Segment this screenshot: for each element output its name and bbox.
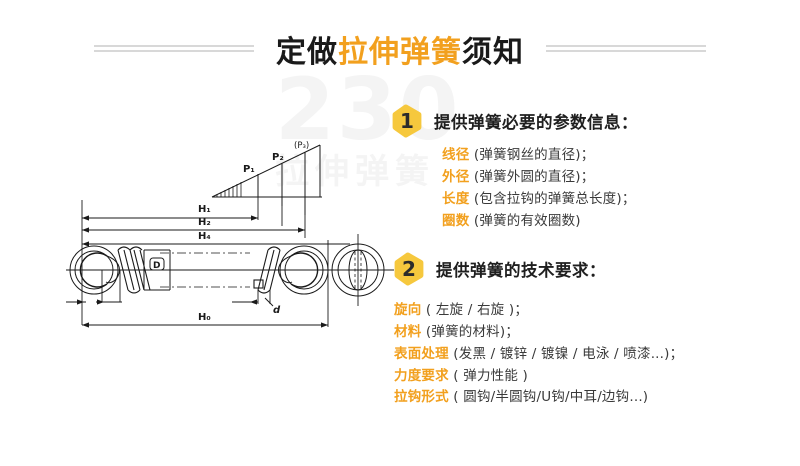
item-desc: ( 弹力性能 ): [448, 367, 529, 384]
item-keyword: 力度要求: [394, 367, 449, 384]
force-label-p1: P₁: [243, 164, 255, 175]
section-1-list: 线径 (弹簧钢丝的直径)； 外径 (弹簧外圆的直径)； 长度 (包含拉钩的弹簧总…: [392, 145, 792, 232]
force-triangle: [211, 144, 322, 215]
item-keyword: 拉钩形式: [394, 389, 449, 406]
page-title: 定做拉伸弹簧须知: [276, 27, 524, 71]
label-D-box: [149, 257, 165, 271]
list-item: 表面处理 (发黑 / 镀锌 / 镀镍 / 电泳 / 喷漆...)；: [394, 344, 794, 366]
section-2-badge: 2: [394, 252, 424, 286]
page-title-highlight: 拉伸弹簧: [338, 35, 462, 70]
dimension-h0: [82, 240, 329, 328]
section-2-list: 旋向 ( 左旋 / 右旋 )； 材料 (弹簧的材料)； 表面处理 (发黑 / 镀…: [394, 300, 794, 409]
spring-body-left: [143, 249, 171, 291]
title-rule-left: [94, 45, 254, 53]
item-desc: (发黑 / 镀锌 / 镀镍 / 电泳 / 喷漆...)；: [448, 345, 684, 362]
diameter-label-d: d: [273, 305, 281, 316]
item-desc: (弹簧的材料)；: [421, 323, 520, 340]
list-item: 旋向 ( 左旋 / 右旋 )；: [394, 300, 794, 322]
list-item: 材料 (弹簧的材料)；: [394, 322, 794, 344]
item-desc: (弹簧的有效圈数): [469, 212, 581, 229]
item-keyword: 材料: [394, 323, 422, 340]
force-label-p2: P₂: [272, 152, 284, 163]
section-parameters: 1 提供弹簧必要的参数信息： 线径 (弹簧钢丝的直径)； 外径 (弹簧外圆的直径…: [392, 104, 792, 232]
tension-spring-drawing: H₁ H₂ H₄ H₀ P₁ P₂ (P₃) D d: [60, 120, 410, 350]
dim-label-h2: H₂: [198, 217, 211, 228]
dim-label-h4: H₄: [198, 231, 211, 242]
list-item: 圈数 (弹簧的有效圈数): [442, 211, 792, 233]
item-desc: ( 圆钩/半圆钩/U钩/中耳/边钩...): [448, 389, 649, 406]
page-title-suffix: 须知: [462, 35, 524, 70]
spring-coils-left: [117, 246, 151, 294]
section-1-header: 1 提供弹簧必要的参数信息：: [392, 104, 792, 138]
title-rule-right: [546, 45, 706, 53]
spring-coils-right: [253, 246, 281, 294]
section-2-title: 提供弹簧的技术要求：: [436, 261, 606, 280]
item-desc: (包含拉钩的弹簧总长度)；: [469, 190, 636, 207]
dimension-small-right: [232, 290, 274, 307]
force-label-p3: (P₃): [294, 141, 309, 151]
dimension-h4: [82, 241, 350, 247]
list-item: 长度 (包含拉钩的弹簧总长度)；: [442, 189, 792, 211]
list-item: 线径 (弹簧钢丝的直径)；: [442, 145, 792, 167]
left-hook: [69, 245, 121, 295]
dim-label-h1: H₁: [198, 204, 211, 215]
section-1-number: 1: [400, 109, 414, 133]
hexagon-icon: [392, 104, 422, 138]
item-keyword: 长度: [442, 190, 470, 207]
section-1-badge: 1: [392, 104, 422, 138]
cross-section-view: [322, 234, 394, 306]
dimension-h2: [82, 227, 305, 233]
page-title-prefix: 定做: [276, 35, 338, 70]
list-item: 外径 (弹簧外圆的直径)；: [442, 167, 792, 189]
item-keyword: 圈数: [442, 212, 470, 229]
section-1-title: 提供弹簧必要的参数信息：: [434, 113, 638, 132]
spring-diagram-svg: H₁ H₂ H₄ H₀ P₁ P₂ (P₃) D d: [66, 141, 394, 328]
dim-label-h0: H₀: [198, 312, 211, 323]
item-desc: (弹簧外圆的直径)；: [469, 168, 595, 185]
section-2-header: 2 提供弹簧的技术要求：: [394, 252, 794, 286]
diameter-label-D: D: [153, 261, 160, 271]
item-desc: (弹簧钢丝的直径)；: [469, 147, 595, 163]
section-2-number: 2: [402, 257, 416, 281]
item-keyword: 旋向: [394, 302, 422, 318]
item-keyword: 线径: [442, 147, 470, 163]
hexagon-icon: [394, 252, 424, 286]
item-desc: ( 左旋 / 右旋 )；: [421, 302, 529, 318]
dimension-h1: [82, 215, 258, 221]
list-item: 拉钩形式 ( 圆钩/半圆钩/U钩/中耳/边钩...): [394, 387, 794, 409]
item-keyword: 外径: [442, 168, 470, 185]
page-title-bar: 定做拉伸弹簧须知: [0, 26, 800, 72]
list-item: 力度要求 ( 弹力性能 ): [394, 366, 794, 388]
dimension-small-left: [66, 299, 122, 305]
section-technical-requirements: 2 提供弹簧的技术要求： 旋向 ( 左旋 / 右旋 )； 材料 (弹簧的材料)；…: [394, 252, 794, 409]
item-keyword: 表面处理: [394, 345, 449, 362]
